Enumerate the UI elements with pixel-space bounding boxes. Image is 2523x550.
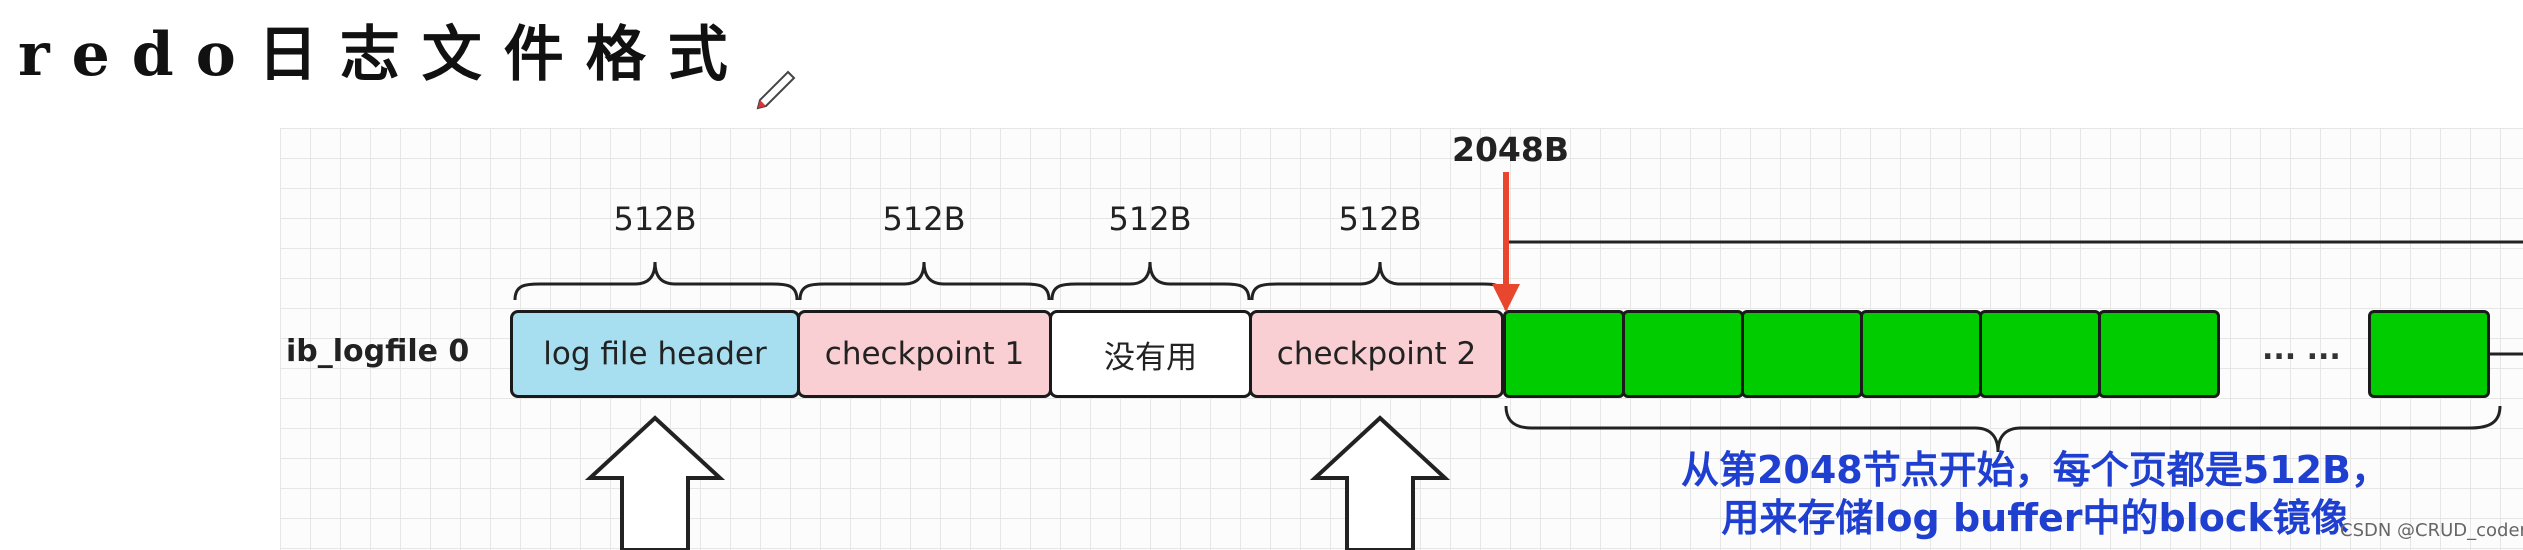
log-block: [1503, 310, 1625, 398]
up-arrow-icon: [584, 415, 726, 550]
offset-marker-arrowhead: [1492, 284, 1520, 312]
brace-checkpoint-2: [1250, 261, 1506, 301]
watermark: CSDN @CRUD_coder: [2340, 520, 2523, 541]
size-label: 512B: [882, 200, 966, 238]
pen-cursor-icon: [756, 70, 796, 110]
segment-label: checkpoint 1: [824, 336, 1025, 372]
up-arrow-icon: [1309, 415, 1451, 550]
annotation-note: 从第2048节点开始，每个页都是512B， 用来存储log buffer中的bl…: [1640, 446, 2430, 542]
log-block: [1622, 310, 1744, 398]
note-line-1: 从第2048节点开始，每个页都是512B，: [1680, 448, 2390, 492]
brace-checkpoint-1: [798, 261, 1051, 301]
brace-header: [513, 261, 799, 301]
row-label: ib_logfile 0: [286, 334, 470, 369]
segment-checkpoint-1: checkpoint 1: [797, 310, 1052, 398]
ellipsis: ... ...: [2262, 332, 2341, 367]
segment-log-file-header: log file header: [510, 310, 800, 398]
page-title: redo日志文件格式: [18, 20, 750, 90]
segment-label: checkpoint 2: [1276, 336, 1477, 372]
size-label: 512B: [1108, 200, 1192, 238]
brace-unused: [1050, 261, 1251, 301]
log-block: [2368, 310, 2490, 398]
size-label: 512B: [1338, 200, 1422, 238]
size-label: 512B: [613, 200, 697, 238]
note-line-2: 用来存储log buffer中的block镜像: [1721, 496, 2349, 540]
offset-marker-label: 2048B: [1452, 130, 1569, 169]
segment-label: log file header: [543, 336, 767, 372]
log-block: [2098, 310, 2220, 398]
region-bracket: [1504, 240, 2523, 310]
log-block: [1741, 310, 1863, 398]
segment-label: 没有用: [1104, 339, 1197, 376]
brace-blocks: [1504, 405, 2502, 453]
segment-checkpoint-2: checkpoint 2: [1249, 310, 1504, 398]
